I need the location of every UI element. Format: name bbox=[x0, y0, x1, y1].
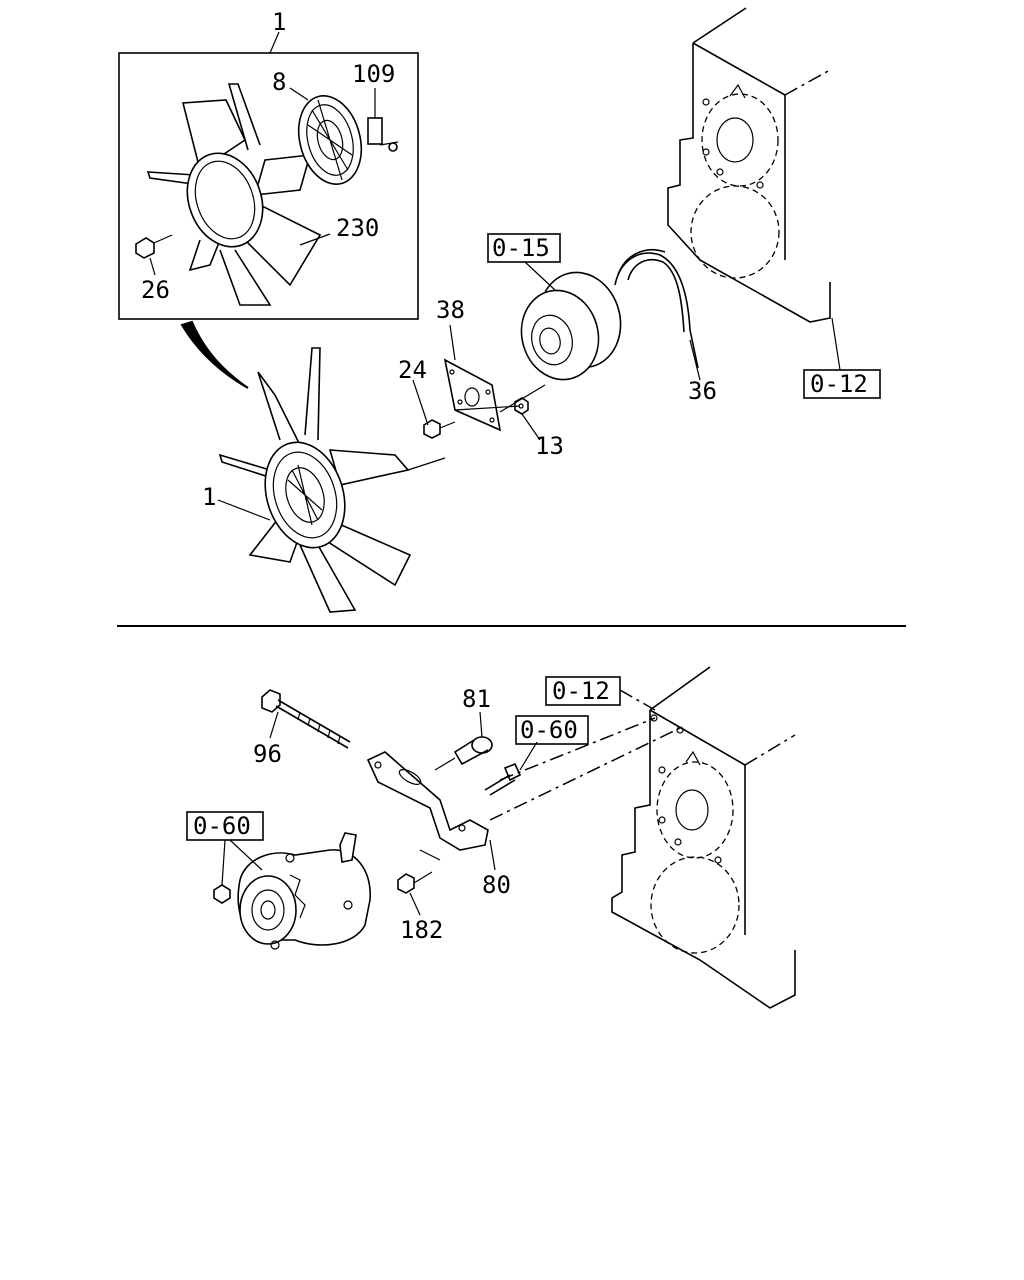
callout-36: 36 bbox=[688, 377, 717, 405]
ref-box-0-12-top bbox=[803, 369, 881, 399]
bolt-81 bbox=[434, 736, 493, 771]
ref-box-0-12-bottom bbox=[545, 676, 621, 706]
ref-label-0-60-lower: 0-60 bbox=[193, 812, 251, 840]
detail-arrow bbox=[180, 320, 249, 389]
callout-1: 1 bbox=[202, 483, 216, 511]
ref-box-0-60-lower bbox=[186, 811, 264, 841]
ref-label-0-60-upper: 0-60 bbox=[520, 716, 578, 744]
long-bolt bbox=[261, 689, 351, 749]
ref-label-0-15: 0-15 bbox=[492, 234, 550, 262]
callout-182: 182 bbox=[400, 916, 443, 944]
pulley bbox=[520, 271, 622, 381]
power-steering-pump bbox=[213, 832, 371, 950]
fan-assembly bbox=[218, 347, 412, 613]
bolt-24 bbox=[423, 419, 456, 439]
bolt bbox=[135, 234, 173, 259]
stud-bolt bbox=[367, 117, 399, 152]
bolt-182 bbox=[397, 871, 433, 894]
inset-fan-blades bbox=[146, 83, 322, 306]
engine-front-cover-lower bbox=[611, 666, 796, 1009]
detail-inset-frame bbox=[118, 52, 419, 320]
callout-24: 24 bbox=[398, 356, 427, 384]
callout-1-inset: 1 bbox=[272, 8, 286, 36]
nut bbox=[514, 397, 529, 415]
belt bbox=[614, 248, 699, 369]
ref-box-0-60-upper bbox=[515, 715, 589, 745]
ref-box-0-15 bbox=[487, 233, 561, 263]
callout-230: 230 bbox=[336, 214, 379, 242]
callout-109: 109 bbox=[352, 60, 395, 88]
spacer-plate bbox=[443, 358, 502, 432]
ref-label-0-12-top: 0-12 bbox=[810, 370, 868, 398]
fan-clutch bbox=[297, 95, 363, 185]
callout-80: 80 bbox=[482, 871, 511, 899]
engine-front-cover bbox=[667, 7, 831, 323]
callout-38: 38 bbox=[436, 296, 465, 324]
callout-96: 96 bbox=[253, 740, 282, 768]
bracket bbox=[366, 751, 489, 851]
ref-label-0-12-bottom: 0-12 bbox=[552, 677, 610, 705]
callout-81: 81 bbox=[462, 685, 491, 713]
callout-8: 8 bbox=[272, 68, 286, 96]
callout-13: 13 bbox=[535, 432, 564, 460]
callout-26: 26 bbox=[141, 276, 170, 304]
